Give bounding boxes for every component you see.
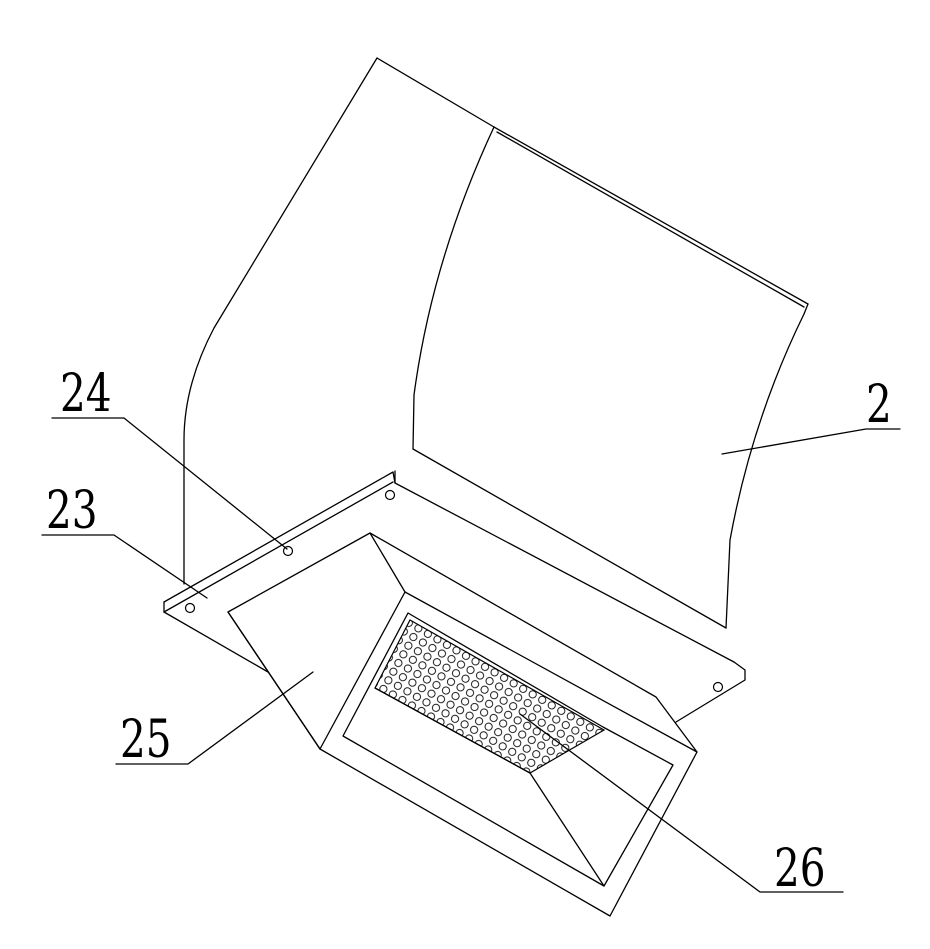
- leader-26: [519, 713, 844, 893]
- leader-25: [115, 671, 314, 765]
- bolt-hole: [384, 489, 396, 501]
- chute-panel: [183, 57, 809, 629]
- leader-2: [721, 428, 901, 455]
- label-26: 26: [774, 838, 826, 898]
- label-24: 24: [60, 363, 112, 423]
- bolt-holes: [184, 489, 724, 693]
- leader-24: [51, 417, 288, 550]
- leader-lines: [41, 417, 901, 893]
- screen-mesh: [374, 619, 606, 774]
- reference-labels: 2 24 23 25 26: [46, 363, 892, 898]
- bolt-hole: [712, 681, 724, 693]
- hopper-box: [227, 532, 698, 917]
- mounting-flange: [163, 470, 746, 723]
- leader-23: [41, 534, 208, 599]
- label-25: 25: [120, 709, 172, 769]
- label-23: 23: [46, 480, 98, 540]
- bolt-hole: [184, 602, 196, 614]
- label-2: 2: [866, 374, 892, 434]
